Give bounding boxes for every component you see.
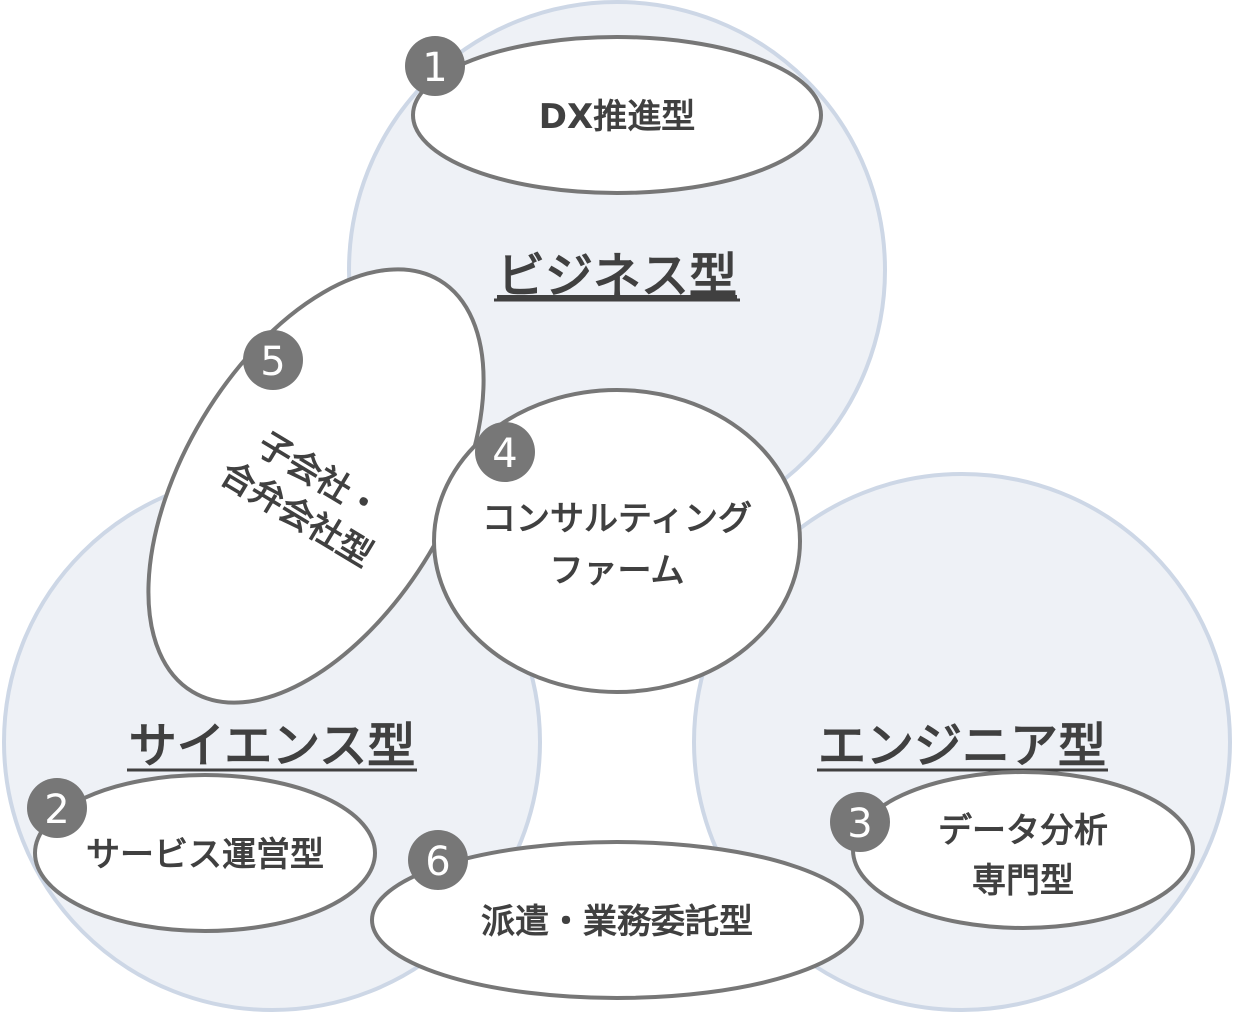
type-2-label: サービス運営型 (86, 835, 324, 875)
type-1-label: DX推進型 (539, 97, 695, 137)
badge-5 (243, 330, 303, 390)
type-1: DX推進型 1 (405, 35, 823, 195)
type-3-line-2: 専門型 (972, 861, 1074, 901)
type-6-label: 派遣・業務委託型 (481, 902, 753, 942)
type-4-line-1: コンサルティング (482, 499, 752, 539)
type-4: コンサルティング ファーム 4 (432, 388, 802, 694)
badge-2-number: 2 (44, 787, 69, 833)
type-6-ellipse (370, 840, 864, 1000)
badge-4-number: 4 (492, 431, 517, 477)
badge-1-number: 1 (422, 45, 447, 91)
badge-3 (830, 792, 890, 852)
type-2: サービス運営型 2 (27, 773, 377, 933)
engineer-label: エンジニア型 (818, 718, 1106, 774)
type-6: 派遣・業務委託型 6 (370, 830, 864, 1000)
type-2-ellipse (33, 773, 377, 933)
type-5: 子会社・ 合弁会社型 5 (146, 267, 486, 705)
type-3: データ分析 専門型 3 (830, 770, 1195, 930)
type-1-ellipse (411, 35, 823, 195)
badge-6 (408, 830, 468, 890)
badge-1 (405, 36, 465, 96)
badge-3-number: 3 (847, 801, 872, 847)
type-4-line-2: ファーム (550, 551, 685, 591)
badge-6-number: 6 (425, 839, 450, 885)
badge-4 (475, 422, 535, 482)
business-label: ビジネス型 (497, 248, 737, 304)
type-3-line-1: データ分析 (938, 811, 1108, 851)
badge-2 (27, 778, 87, 838)
badge-5-number: 5 (260, 339, 285, 385)
science-label: サイエンス型 (129, 718, 416, 774)
type-5-ellipse (146, 267, 486, 705)
